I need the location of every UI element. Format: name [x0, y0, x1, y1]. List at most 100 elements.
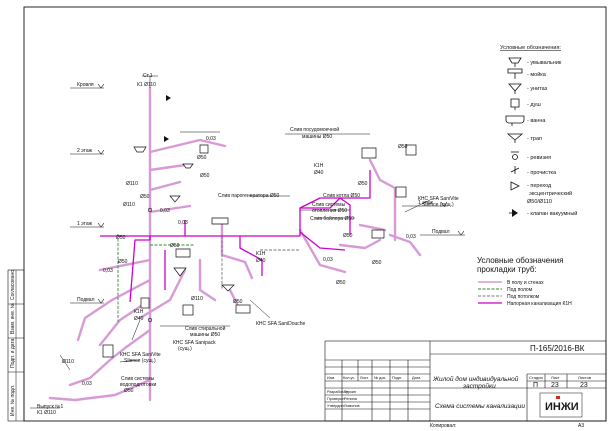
logo-text: ИНЖИ — [545, 401, 579, 413]
legend-transition: - переход — [527, 183, 552, 189]
legend-cleanout: - прочистка — [527, 170, 557, 176]
level-basement-right: Подвал — [432, 229, 450, 235]
pipe-legend-title-1: Условные обозначения — [477, 256, 563, 265]
washbasin-icon — [508, 57, 522, 67]
label-boiler-3: отопления Ø50 — [312, 208, 347, 214]
object-name-1: Жилой дом индивидуальной — [432, 375, 519, 383]
vacuum-valve-icon — [509, 209, 518, 217]
label-washing-2: машины Ø50 — [190, 332, 220, 338]
label-kns-douche: КНС SFA SaniDouche — [256, 321, 306, 327]
label-d50-9: Ø50 — [398, 144, 408, 150]
label-kns-left-1: КНС SFA SaniVite — [120, 352, 161, 358]
label-boiler-4: Слив бойлера Ø50 — [310, 215, 354, 222]
label-kns-mid-2: (сущ.) — [178, 346, 192, 352]
label-d40-3: Ø40 — [134, 316, 144, 322]
leader-lines — [30, 75, 431, 409]
col-izm: Изм. — [327, 376, 335, 380]
label-d50-5: Ø50 — [118, 259, 128, 265]
col-list: Лист — [360, 376, 369, 380]
washbasin-icon — [133, 146, 147, 153]
label-water-1: Слив системы — [121, 376, 155, 382]
format-label: A3 — [578, 423, 584, 429]
kns-box-icon — [405, 144, 417, 156]
legend-title: Условные обозначения: — [500, 45, 561, 51]
level-markers — [70, 83, 465, 304]
kns-box-icon — [395, 186, 407, 198]
legend-shower: - душ — [527, 102, 541, 108]
cleanout-icon — [510, 166, 520, 174]
label-slope-5: 0,03 — [406, 234, 416, 240]
sink-icon — [211, 217, 229, 225]
sink-icon — [361, 147, 377, 159]
toilet-icon — [508, 83, 522, 94]
transition-icon — [510, 181, 520, 191]
label-k1h-3: К1Н — [134, 309, 144, 315]
kns-box-icon — [102, 344, 114, 358]
riser-code: К1 Ø110 — [137, 82, 156, 88]
pipe-legend-pressure: Напорная канализация К1Н — [507, 301, 572, 307]
sheet-header: Лист — [551, 375, 560, 380]
vacuum-valve-icon — [164, 136, 169, 142]
object-name-2: застройки — [462, 382, 496, 390]
stamp-inv-replace: Взам. инв. № — [10, 303, 16, 334]
label-dishwasher-2: машины Ø50 — [302, 134, 332, 140]
floor-drain-icon — [506, 133, 524, 143]
label-kns-right-2: Silence (сущ.) — [422, 202, 454, 208]
label-slope-2: 0,03 — [178, 220, 188, 226]
kns-box-icon — [182, 304, 194, 316]
legend-bathtub: - ванна — [527, 118, 546, 124]
legend-toilet: - унитаз — [527, 86, 548, 92]
shower-icon — [371, 229, 385, 239]
label-d50-8: Ø50 — [372, 260, 382, 266]
diagram-labels: Ст.1 К1 Ø110 Слив посудомоечной машины Ø… — [37, 73, 459, 416]
outlet-name: Выпуск №1 — [37, 404, 64, 410]
copied-label: Копировал: — [430, 423, 456, 429]
name-developer: Туркин — [344, 390, 356, 394]
level-floor-1: 1 этаж — [77, 221, 93, 227]
riser-name: Ст.1 — [143, 73, 153, 79]
sheets-header: Листов — [578, 375, 591, 380]
col-sign: Подп. — [392, 376, 402, 380]
sheet-value: 23 — [551, 382, 559, 389]
role-checker: Проверил — [327, 397, 345, 401]
pipe-legend-ceiling: Под потолком — [507, 294, 540, 300]
kns-box-icon — [235, 304, 251, 314]
label-d50-10: Ø50 — [233, 299, 243, 305]
label-kns-right-1: КНС SFA SaniVite — [418, 196, 459, 202]
kns-box-icon — [140, 297, 150, 309]
label-slope-1: 0,03 — [206, 136, 216, 142]
title-block-text: П-165/2016-ВК Жилой дом индивидуальной з… — [327, 344, 591, 429]
label-d50-1: Ø50 — [197, 155, 207, 161]
label-k1h-1: К1Н — [314, 163, 324, 169]
label-water-3: Ø50 — [124, 388, 134, 394]
level-basement: Подвал — [77, 297, 95, 303]
title-block — [324, 340, 607, 422]
label-d50-4: Ø50 — [116, 235, 126, 241]
name-approver: Лимонов — [344, 404, 360, 408]
label-k1h-2: К1Н — [256, 251, 266, 257]
label-boiler-2: Слив системы — [312, 202, 346, 208]
col-koluch: Кол.уч — [343, 376, 354, 380]
stamp-inv-orig: Инв. № подл. — [10, 385, 16, 416]
level-floor-2: 2 этаж — [77, 148, 93, 154]
label-kns-left-2: Silence (сущ.) — [124, 358, 156, 364]
pipes-pressure — [100, 170, 371, 303]
col-date: Дата — [412, 376, 421, 380]
company-logo: ИНЖИ — [539, 392, 583, 418]
legend-floor-drain: - трап — [527, 136, 542, 142]
label-d50-12: Ø50 — [358, 181, 368, 187]
revision-icon — [511, 151, 519, 160]
outlet-code: К1 Ø110 — [37, 410, 56, 416]
sheet-name: Схема системы канализации — [435, 403, 525, 410]
revision-icon — [147, 207, 153, 213]
washbasin-icon — [221, 284, 235, 292]
diagram-valves — [147, 95, 171, 323]
vacuum-valve-icon — [166, 95, 171, 101]
level-roof: Кровля — [77, 82, 94, 88]
shower-icon — [199, 144, 209, 154]
label-d110-4: Ø110 — [62, 359, 74, 365]
label-d50-3: Ø50 — [140, 194, 150, 200]
side-stamp: Согласовано Взам. инв. № Подп. и дата Ин… — [7, 269, 25, 422]
label-dishwasher-1: Слив посудомоечной — [290, 126, 339, 133]
label-d50-6: Ø50 — [170, 243, 180, 249]
